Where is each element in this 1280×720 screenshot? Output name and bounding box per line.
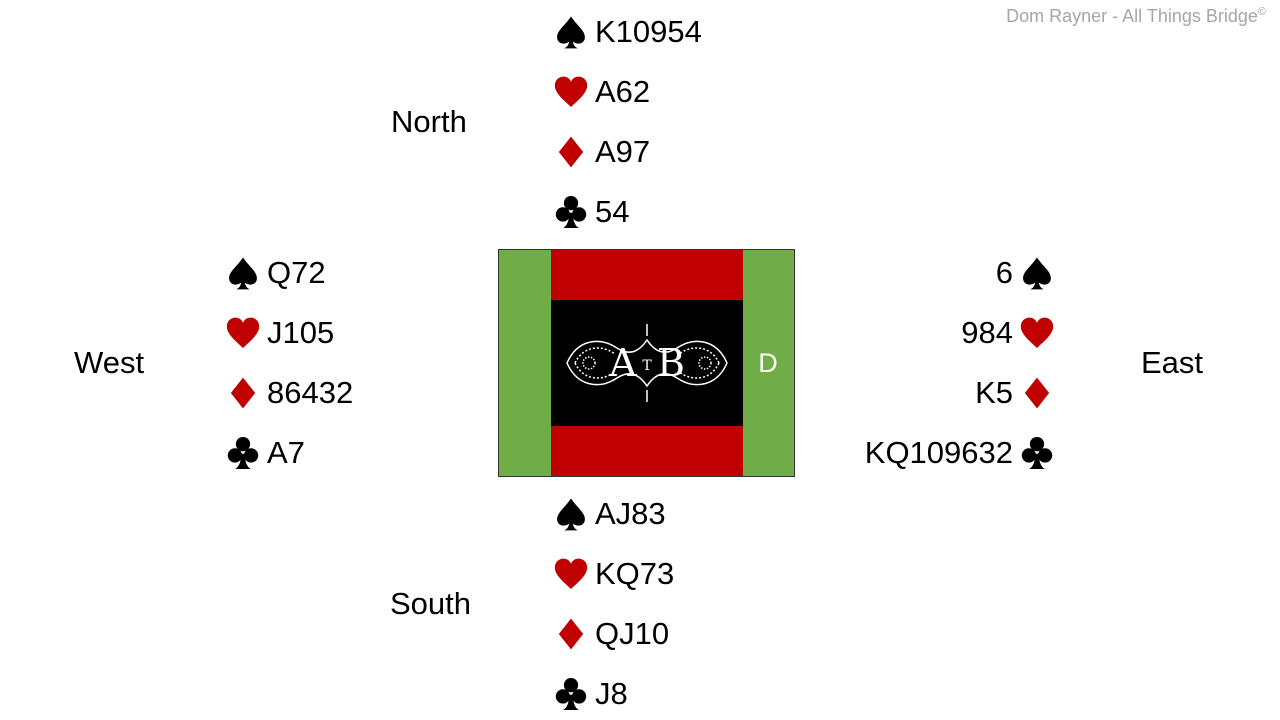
- dealer-marker: D: [758, 348, 778, 378]
- west-hearts-row: J105: [225, 313, 334, 353]
- south-hearts-cards: KQ73: [595, 556, 675, 591]
- south-spades-cards: AJ83: [595, 496, 666, 531]
- diamond-icon: [1019, 375, 1055, 411]
- east-diamonds-row: K5: [975, 373, 1055, 413]
- diamond-icon: [553, 134, 589, 170]
- north-hand: K10954 A62 A97 54: [553, 12, 753, 232]
- spade-icon: [553, 496, 589, 532]
- east-vulnerability-band: [743, 250, 794, 476]
- north-vulnerability-band: [551, 250, 743, 300]
- east-diamonds-cards: K5: [975, 375, 1013, 410]
- west-label: West: [74, 345, 145, 380]
- club-icon: [225, 435, 261, 471]
- club-icon: [553, 194, 589, 230]
- club-icon: [553, 676, 589, 712]
- south-clubs-row: J8: [553, 674, 628, 714]
- west-hand: Q72 J105 86432 A7: [225, 253, 425, 473]
- diamond-icon: [553, 616, 589, 652]
- north-spades-row: K10954: [553, 12, 702, 52]
- heart-icon: [553, 556, 589, 592]
- north-hearts-cards: A62: [595, 74, 651, 109]
- heart-icon: [553, 74, 589, 110]
- logo-letter-t: T: [642, 358, 652, 374]
- atb-logo: A T B: [566, 324, 728, 402]
- west-vulnerability-band: [499, 250, 551, 476]
- north-diamonds-row: A97: [553, 132, 650, 172]
- logo-panel: A T B: [551, 300, 743, 426]
- credit-text: Dom Rayner - All Things Bridge©: [1006, 6, 1266, 26]
- north-clubs-cards: 54: [595, 194, 630, 229]
- diamond-icon: [225, 375, 261, 411]
- west-diamonds-row: 86432: [225, 373, 353, 413]
- east-spades-cards: 6: [995, 255, 1013, 290]
- club-icon: [1019, 435, 1055, 471]
- west-spades-row: Q72: [225, 253, 326, 293]
- east-clubs-cards: KQ109632: [864, 435, 1013, 470]
- north-diamonds-cards: A97: [595, 134, 651, 169]
- south-diamonds-cards: QJ10: [595, 616, 670, 651]
- board-indicator: A T B: [498, 249, 795, 477]
- east-hearts-row: 984: [961, 313, 1055, 353]
- west-spades-cards: Q72: [267, 255, 326, 290]
- heart-icon: [1019, 315, 1055, 351]
- south-label: South: [390, 586, 472, 621]
- east-spades-row: 6: [996, 253, 1055, 293]
- east-hearts-cards: 984: [961, 315, 1013, 350]
- spade-icon: [1019, 255, 1055, 291]
- east-hand: 6 984 K5 KQ109632: [855, 253, 1055, 473]
- south-spades-row: AJ83: [553, 494, 666, 534]
- heart-icon: [225, 315, 261, 351]
- north-label: North: [391, 104, 467, 139]
- spade-icon: [553, 14, 589, 50]
- west-clubs-cards: A7: [267, 435, 305, 470]
- logo-letter-a: A: [608, 341, 637, 385]
- west-diamonds-cards: 86432: [267, 375, 354, 410]
- spade-icon: [225, 255, 261, 291]
- south-clubs-cards: J8: [595, 676, 628, 711]
- south-vulnerability-band: [551, 426, 743, 476]
- south-hand: AJ83 KQ73 QJ10 J8: [553, 494, 753, 718]
- north-hearts-row: A62: [553, 72, 650, 112]
- north-clubs-row: 54: [553, 192, 629, 232]
- west-clubs-row: A7: [225, 433, 305, 473]
- logo-letter-b: B: [657, 341, 685, 385]
- west-hearts-cards: J105: [267, 315, 335, 350]
- south-diamonds-row: QJ10: [553, 614, 669, 654]
- east-clubs-row: KQ109632: [865, 433, 1055, 473]
- east-label: East: [1141, 345, 1204, 380]
- north-spades-cards: K10954: [595, 14, 702, 49]
- south-hearts-row: KQ73: [553, 554, 674, 594]
